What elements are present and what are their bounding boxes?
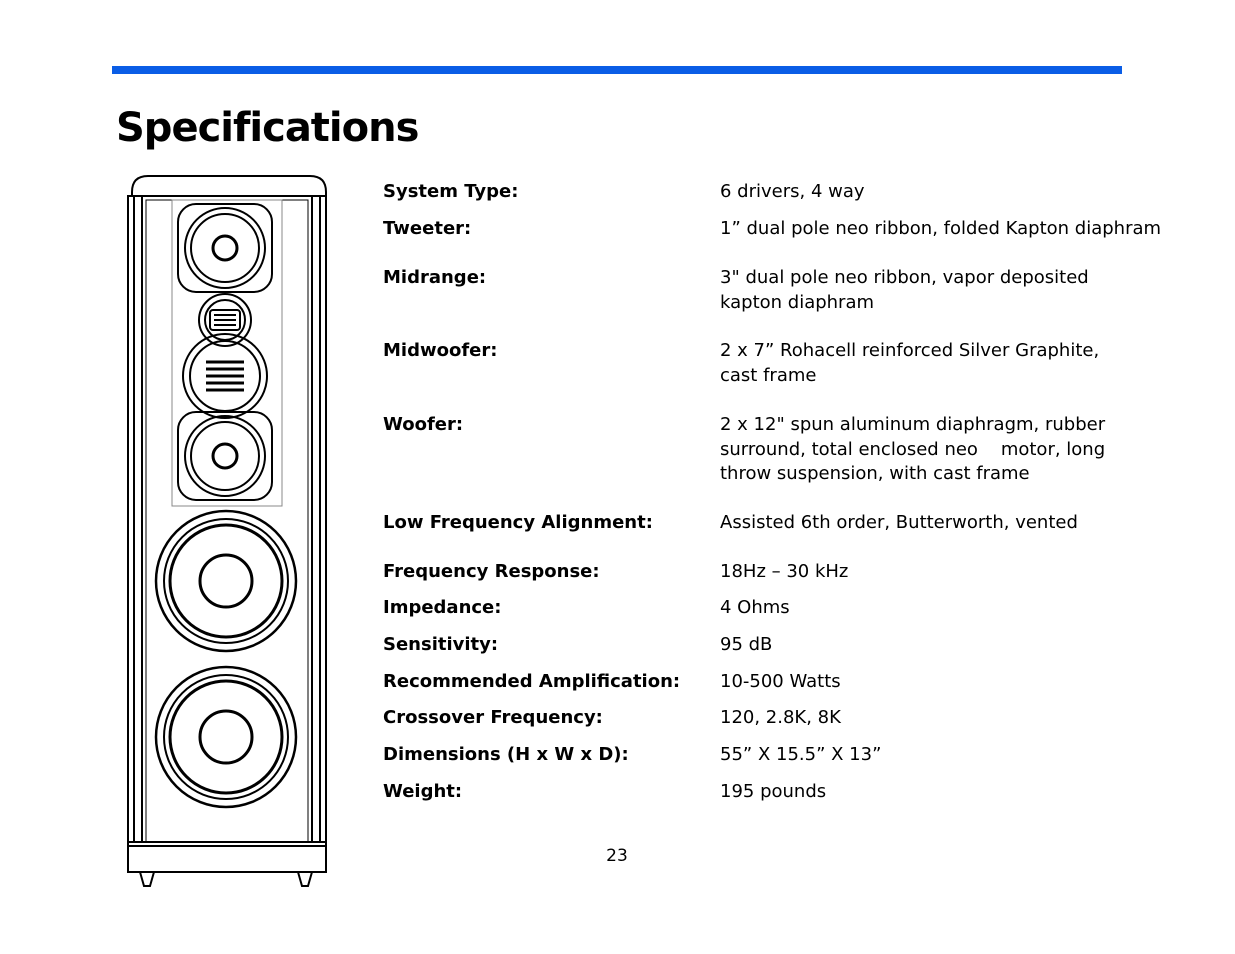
spec-label: Recommended Amplification:	[383, 671, 681, 692]
spec-value: 3" dual pole neo ribbon, vapor deposited…	[720, 266, 1190, 315]
top-rule	[112, 66, 1122, 74]
spec-value-line: 4 Ohms	[720, 597, 790, 618]
spec-value: 1” dual pole neo ribbon, folded Kapton d…	[720, 217, 1190, 242]
spec-value: 55” X 15.5” X 13”	[720, 743, 1190, 768]
spec-label: Weight:	[383, 781, 463, 802]
spec-value-line: 3" dual pole neo ribbon, vapor deposited	[720, 267, 1089, 288]
spec-label: Low Frequency Alignment:	[383, 512, 653, 533]
spec-value-line: 6 drivers, 4 way	[720, 181, 865, 202]
spec-value-line: 10-500 Watts	[720, 671, 841, 692]
spec-value: 2 x 7” Rohacell reinforced Silver Graphi…	[720, 339, 1190, 388]
spec-label: Dimensions (H x W x D):	[383, 744, 629, 765]
spec-label: Tweeter:	[383, 218, 472, 239]
spec-value-line: 1” dual pole neo ribbon, folded Kapton d…	[720, 218, 1162, 239]
spec-label: Frequency Response:	[383, 561, 600, 582]
spec-value-line: 95 dB	[720, 634, 773, 655]
spec-value-line: kapton diaphram	[720, 291, 875, 313]
spec-value-line: 2 x 12" spun aluminum diaphragm, rubber	[720, 414, 1106, 435]
spec-value-line: surround, total enclosed neo motor, long	[720, 438, 1106, 460]
spec-value-line: 55” X 15.5” X 13”	[720, 744, 882, 765]
spec-value: 18Hz – 30 kHz	[720, 560, 1190, 585]
spec-value: 2 x 12" spun aluminum diaphragm, rubber …	[720, 413, 1190, 487]
spec-value-line: 18Hz – 30 kHz	[720, 561, 849, 582]
spec-value-line: throw suspension, with cast frame	[720, 463, 1030, 484]
spec-value-line: 195 pounds	[720, 781, 827, 802]
spec-label: Woofer:	[383, 414, 464, 435]
spec-value: 195 pounds	[720, 780, 1190, 805]
spec-value-line: 2 x 7” Rohacell reinforced Silver Graphi…	[720, 340, 1100, 361]
spec-label: Sensitivity:	[383, 634, 499, 655]
spec-value-line: Assisted 6th order, Butterworth, vented	[720, 512, 1078, 533]
spec-value: 120, 2.8K, 8K	[720, 706, 1190, 731]
spec-label: Midrange:	[383, 267, 487, 288]
spec-value: 6 drivers, 4 way	[720, 180, 1190, 205]
spec-value-line: cast frame	[720, 364, 817, 386]
spec-label: Midwoofer:	[383, 340, 498, 361]
spec-value: Assisted 6th order, Butterworth, vented	[720, 511, 1190, 536]
spec-value-line: 120, 2.8K, 8K	[720, 707, 841, 728]
spec-value: 95 dB	[720, 633, 1190, 658]
spec-label: Impedance:	[383, 597, 502, 618]
spec-label: Crossover Frequency:	[383, 707, 603, 728]
spec-value: 10-500 Watts	[720, 670, 1190, 695]
speaker-illustration	[127, 175, 327, 887]
page-title: Specifications	[116, 105, 419, 151]
spec-label: System Type:	[383, 181, 519, 202]
spec-value: 4 Ohms	[720, 596, 1190, 621]
page-number: 23	[606, 846, 628, 866]
